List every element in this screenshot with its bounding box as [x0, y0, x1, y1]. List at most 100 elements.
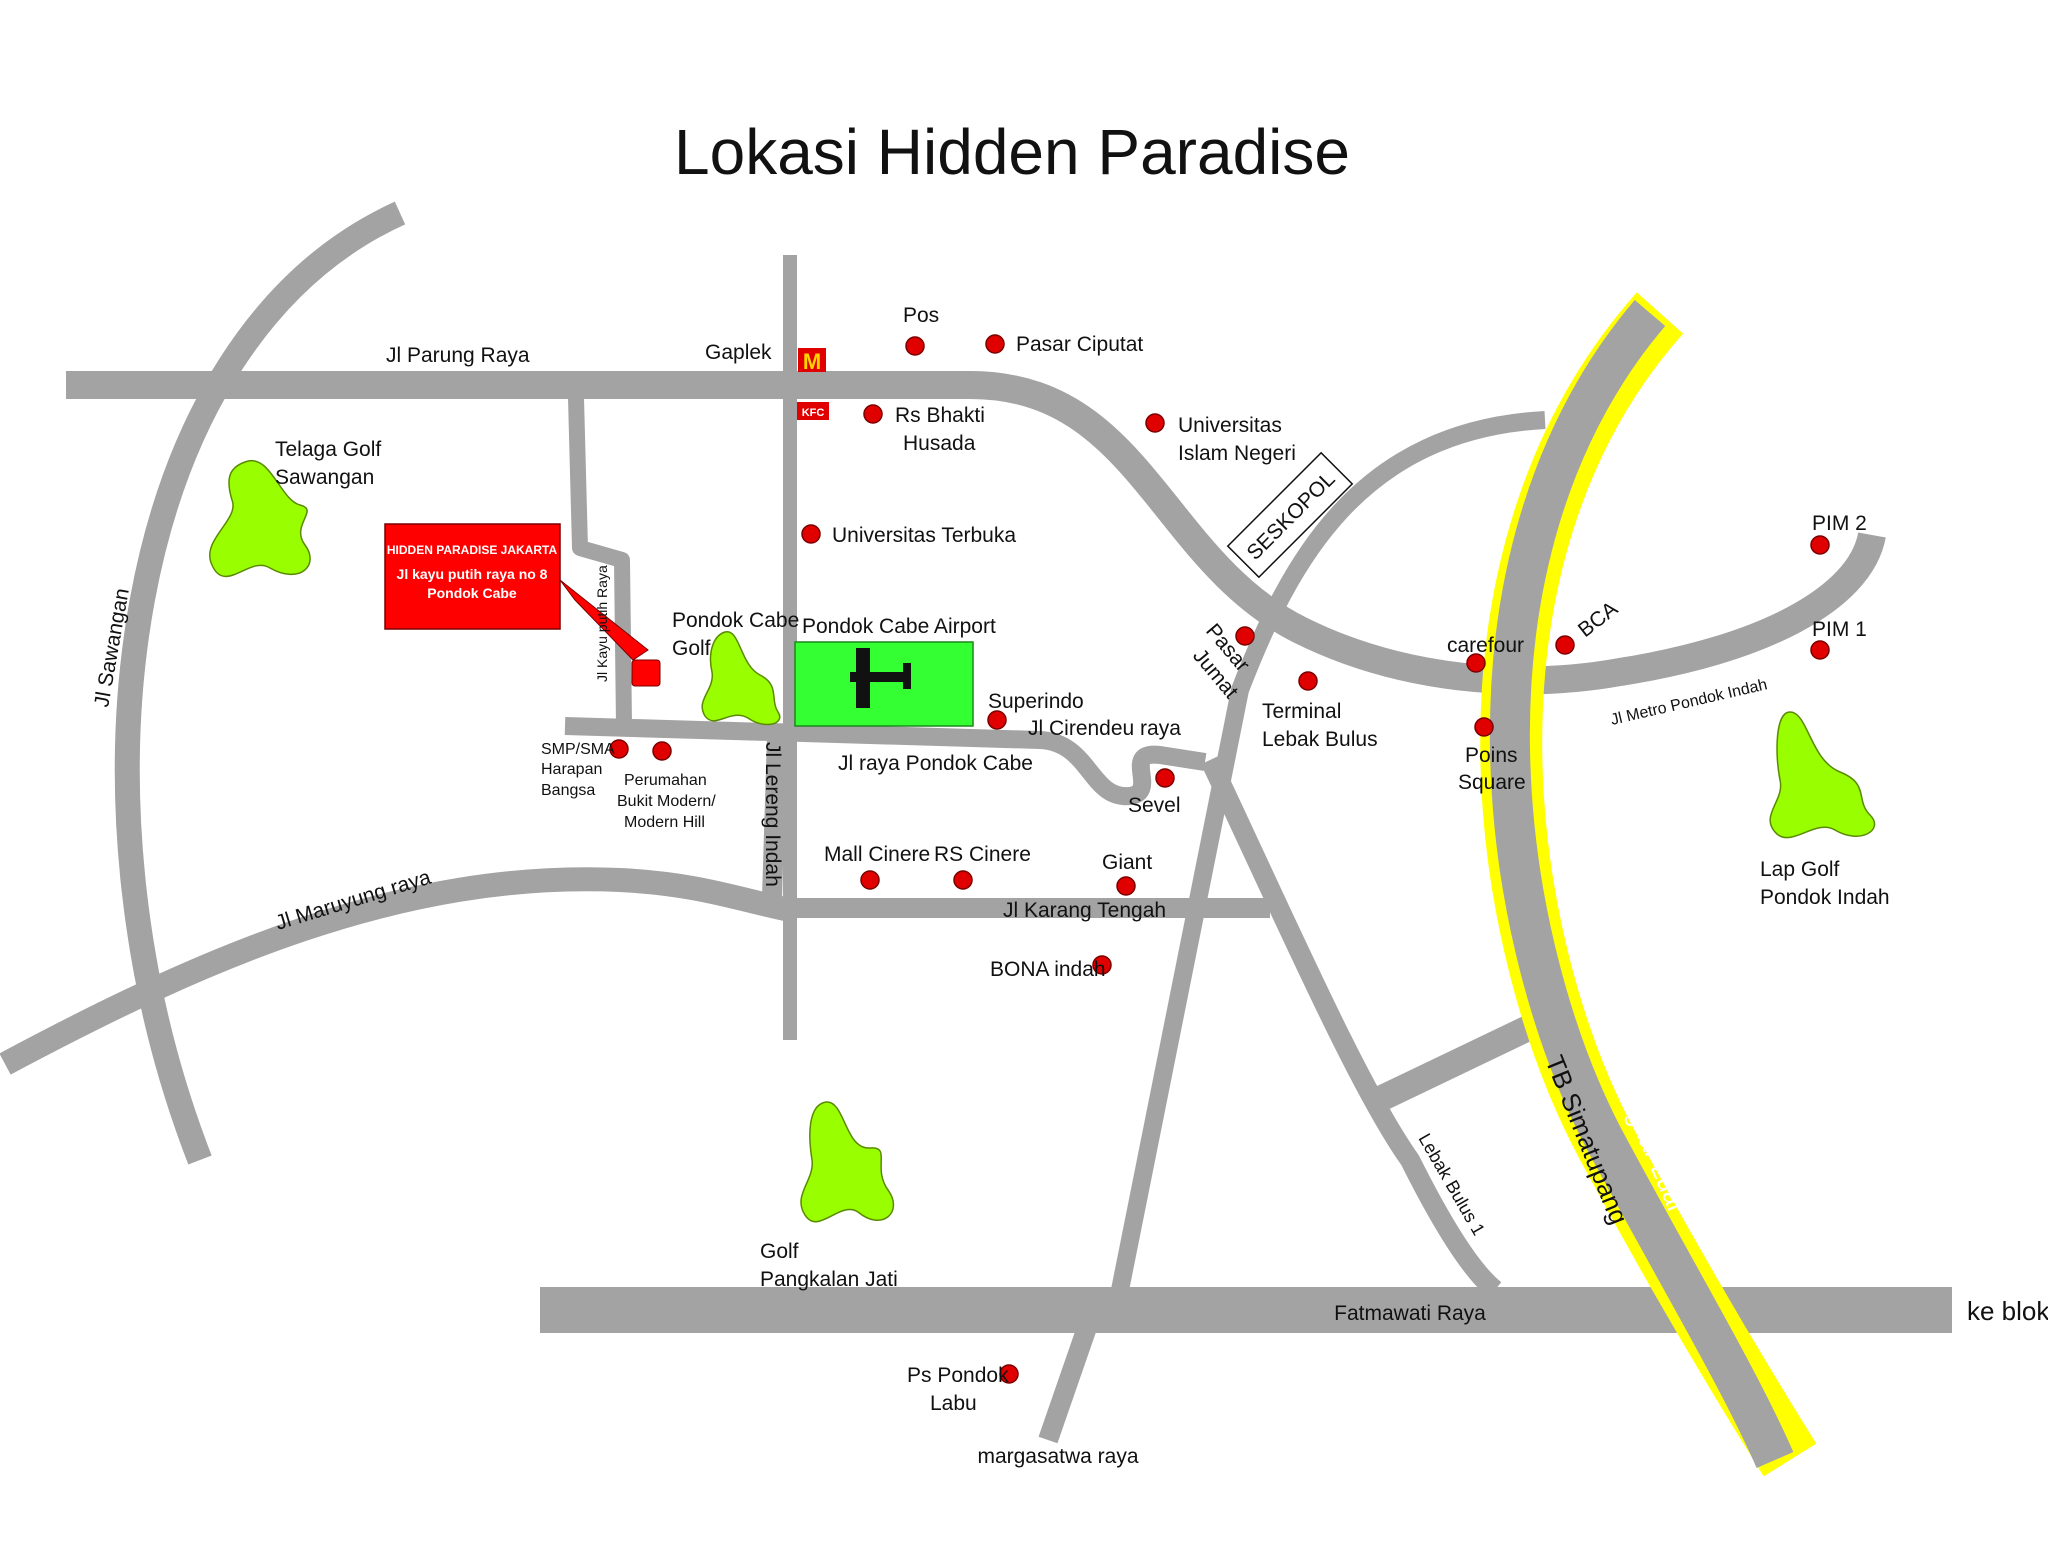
- callout-line-2: Jl kayu putih raya no 8: [397, 566, 548, 582]
- poi-dot-mall-cinere[interactable]: [860, 870, 880, 890]
- hidden-paradise-callout[interactable]: HIDDEN PARADISE JAKARTA Jl kayu putih ra…: [384, 523, 661, 687]
- road-parung: [66, 371, 1886, 695]
- poi-dot-uin[interactable]: [1145, 413, 1165, 433]
- poi-dot-pos[interactable]: [905, 336, 925, 356]
- callout-box: [384, 523, 561, 630]
- poi-dot-giant[interactable]: [1116, 876, 1136, 896]
- road-tb-connector: [1372, 1008, 1551, 1112]
- label-smp-1: SMP/SMA: [541, 741, 615, 758]
- golf-area-telaga: [209, 459, 311, 578]
- label-uin-1: Universitas: [1178, 414, 1282, 437]
- label-airport: Pondok Cabe Airport: [802, 615, 996, 638]
- poi-dot-poins-square[interactable]: [1474, 717, 1494, 737]
- label-pos: Pos: [903, 304, 939, 327]
- golf-area-pondok-cabe: [701, 631, 781, 726]
- label-bca: BCA: [1574, 597, 1622, 642]
- label-pasar-ciputat: Pasar Ciputat: [1016, 333, 1143, 356]
- poi-dot-perumahan[interactable]: [652, 741, 672, 761]
- label-poins-1: Poins: [1465, 744, 1518, 767]
- label-raya-pondok-cabe: Jl raya Pondok Cabe: [838, 752, 1033, 775]
- label-bona: BONA indah: [990, 958, 1106, 981]
- label-parung: Jl Parung Raya: [386, 344, 530, 367]
- road-margasatwa: [1038, 1286, 1110, 1444]
- poi-dot-superindo[interactable]: [987, 710, 1007, 730]
- road-lereng-lower: [762, 734, 787, 899]
- poi-dot-ps-pondok-labu[interactable]: [999, 1364, 1019, 1384]
- svg-text:KFC: KFC: [802, 407, 825, 419]
- label-carefour: carefour: [1447, 634, 1524, 657]
- label-lap-golf-2: Pondok Indah: [1760, 886, 1890, 909]
- label-lap-golf-1: Lap Golf: [1760, 858, 1840, 881]
- label-cirendeu: Jl Cirendeu raya: [1028, 717, 1181, 740]
- label-ps-pondok-labu-1: Ps Pondok: [907, 1364, 1009, 1387]
- poi-dot-sevel[interactable]: [1155, 768, 1175, 788]
- label-metro-pi: Jl Metro Pondok Indah: [1609, 676, 1769, 729]
- road-lebak-bulus-1: [1200, 755, 1502, 1298]
- label-golf-pj-1: Golf: [760, 1240, 799, 1263]
- label-pim2: PIM 2: [1812, 512, 1867, 535]
- road-seskopol: [1111, 411, 1546, 1292]
- label-terminal-1: Terminal: [1262, 700, 1341, 723]
- poi-dot-bca[interactable]: [1555, 635, 1575, 655]
- kfc-icon: KFC: [797, 402, 829, 420]
- poi-dot-rs-cinere[interactable]: [953, 870, 973, 890]
- label-giant: Giant: [1102, 851, 1152, 874]
- label-ps-pondok-labu-2: Labu: [930, 1392, 977, 1415]
- poi-markers: [609, 334, 1830, 1384]
- poi-dot-univ-terbuka[interactable]: [801, 524, 821, 544]
- airplane-icon: [850, 648, 911, 708]
- label-pondok-cabe-golf-1: Pondok Cabe: [672, 609, 799, 632]
- label-perumahan-3: Modern Hill: [624, 814, 705, 831]
- label-gaplek: Gaplek: [705, 341, 772, 364]
- label-smp-2: Harapan: [541, 761, 602, 778]
- callout-line-1: HIDDEN PARADISE JAKARTA: [387, 543, 558, 557]
- place-labels: Gaplek Pos Pasar Ciputat Rs Bhakti Husad…: [275, 304, 1890, 1415]
- label-kayu-putih: Jl Kayu putih Raya: [594, 565, 610, 682]
- poi-dot-terminal[interactable]: [1298, 671, 1318, 691]
- label-sevel: Sevel: [1128, 794, 1181, 817]
- poi-dot-pasar-ciputat[interactable]: [985, 334, 1005, 354]
- road-maruyung: [0, 867, 793, 1075]
- poi-dot-carefour[interactable]: [1466, 653, 1486, 673]
- callout-line-3: Pondok Cabe: [427, 585, 517, 601]
- poi-dot-pasar-jumat[interactable]: [1235, 626, 1255, 646]
- label-telaga-2: Sawangan: [275, 466, 374, 489]
- label-univ-terbuka: Universitas Terbuka: [832, 524, 1016, 547]
- poi-dot-smp[interactable]: [609, 739, 629, 759]
- poi-dot-rs-bhakti[interactable]: [863, 404, 883, 424]
- golf-area-pangkalan-jati: [800, 1101, 895, 1223]
- label-perumahan-2: Bukit Modern/: [617, 793, 716, 810]
- label-telaga-1: Telaga Golf: [275, 438, 381, 461]
- label-rs-bhakti-2: Husada: [903, 432, 976, 455]
- toll-inner-gray: [1489, 300, 1794, 1469]
- road-pondok-cabe: [564, 717, 1207, 806]
- poi-dot-pim2[interactable]: [1810, 535, 1830, 555]
- map-title: Lokasi Hidden Paradise: [674, 116, 1350, 188]
- label-rs-bhakti-1: Rs Bhakti: [895, 404, 985, 427]
- label-pim1: PIM 1: [1812, 618, 1867, 641]
- mcdonalds-icon: M: [798, 348, 826, 374]
- poi-dot-bona[interactable]: [1092, 955, 1112, 975]
- label-golf-pj-2: Pangkalan Jati: [760, 1268, 898, 1291]
- label-perumahan-1: Perumahan: [624, 772, 707, 789]
- hidden-paradise-marker[interactable]: [631, 659, 661, 687]
- label-terminal-2: Lebak Bulus: [1262, 728, 1378, 751]
- label-mall-cinere: Mall Cinere: [824, 843, 930, 866]
- label-pondok-cabe-golf-2: Golf: [672, 637, 711, 660]
- label-uin-2: Islam Negeri: [1178, 442, 1296, 465]
- golf-area-pondok-indah: [1769, 711, 1876, 839]
- label-smp-3: Bangsa: [541, 782, 595, 799]
- label-margasatwa: margasatwa raya: [977, 1445, 1138, 1468]
- airport-area: [794, 641, 974, 727]
- label-karang-tengah: Jl Karang Tengah: [1003, 899, 1166, 922]
- label-fatmawati: Fatmawati Raya: [1334, 1302, 1486, 1325]
- road-sawangan: [114, 201, 406, 1165]
- label-poins-2: Square: [1458, 771, 1526, 794]
- label-superindo: Superindo: [988, 690, 1084, 713]
- label-ke-blok-a: ke blok A: [1967, 1296, 2048, 1326]
- svg-text:M: M: [803, 349, 821, 374]
- label-lereng: Jl Lereng Indah: [761, 742, 784, 887]
- label-rs-cinere: RS Cinere: [934, 843, 1031, 866]
- poi-dot-pim1[interactable]: [1810, 640, 1830, 660]
